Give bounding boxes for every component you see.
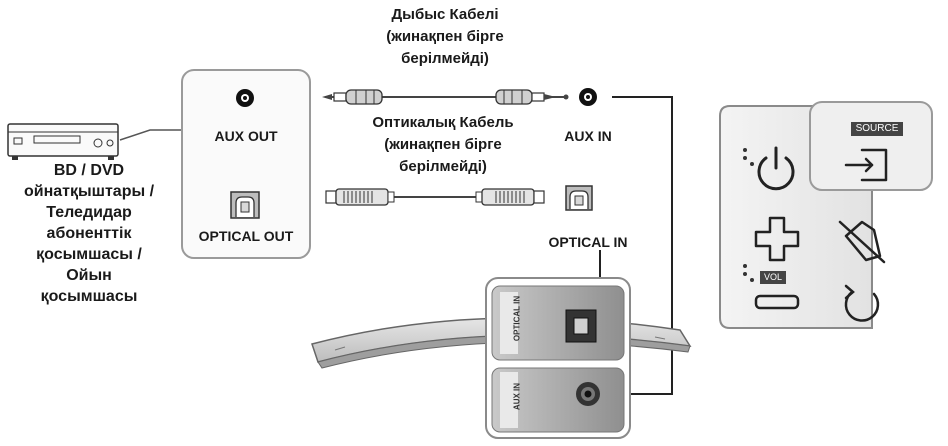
aux-cable-label: Дыбыс Кабелі (жинақпен бірге берілмейді) xyxy=(355,4,535,70)
optical-port-printed-label: OPTICAL IN xyxy=(512,295,522,342)
source-device-label: BD / DVD ойнатқыштары / Теледидар абонен… xyxy=(4,160,174,307)
aux-cable-line: Дыбыс Кабелі xyxy=(391,6,499,23)
source-badge: SOURCE xyxy=(851,122,903,136)
optical-in-port-icon xyxy=(565,185,593,211)
repeat-icon xyxy=(844,284,880,322)
optical-cable-line: (жинақпен бірге xyxy=(384,136,502,153)
power-icon xyxy=(757,146,795,191)
device-line: BD / DVD xyxy=(53,162,125,179)
volume-down-icon xyxy=(754,294,800,310)
optical-out-label: OPTICAL OUT xyxy=(198,228,294,244)
aux-port-printed-label: AUX IN xyxy=(512,382,522,411)
source-button-highlight xyxy=(809,101,933,191)
device-line: қосымшасы xyxy=(40,288,138,305)
aux-in-label: AUX IN xyxy=(564,128,612,144)
device-line: Ойын xyxy=(66,267,112,284)
aux-in-port-zoom xyxy=(491,367,625,433)
aux-out-jack-icon xyxy=(236,89,254,107)
optical-cable-line: Оптикалық Кабель xyxy=(372,114,514,131)
aux-in-jack-icon xyxy=(579,88,597,106)
device-line: қосымшасы / xyxy=(36,246,142,263)
optical-cable-icon xyxy=(325,188,545,206)
source-input-icon xyxy=(844,148,888,182)
device-line: Теледидар xyxy=(46,204,132,221)
vol-badge: VOL xyxy=(760,271,786,284)
volume-up-icon xyxy=(754,216,800,262)
optical-cable-label: Оптикалық Кабель (жинақпен бірге берілме… xyxy=(340,112,546,178)
aux-cable-icon xyxy=(322,89,569,105)
aux-out-label: AUX OUT xyxy=(214,128,278,144)
optical-in-label: OPTICAL IN xyxy=(548,234,628,250)
bd-dvd-player-icon xyxy=(7,123,119,160)
aux-cable-line: (жинақпен бірге xyxy=(386,28,504,45)
source-output-panel xyxy=(181,69,311,259)
optical-out-port-icon xyxy=(230,191,260,219)
optical-in-port-zoom xyxy=(491,285,625,361)
optical-cable-line: берілмейді) xyxy=(399,158,487,175)
device-line: абоненттік xyxy=(46,225,132,242)
aux-cable-line: берілмейді) xyxy=(401,50,489,67)
mute-icon xyxy=(838,220,886,264)
device-pointer-line xyxy=(119,129,182,141)
device-line: ойнатқыштары / xyxy=(23,183,155,200)
